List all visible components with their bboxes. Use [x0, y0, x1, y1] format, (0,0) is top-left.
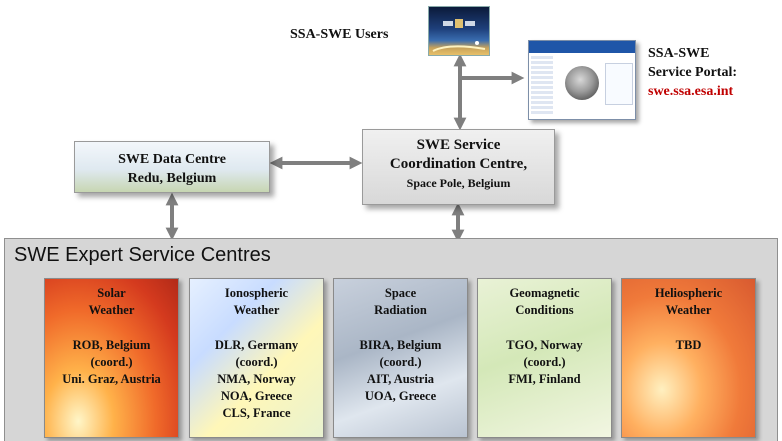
centre-card-ionospheric-weather: Ionospheric Weather DLR, Germany (coord.… [189, 278, 324, 438]
expert-panel-title: SWE Expert Service Centres [14, 244, 271, 266]
users-label: SSA-SWE Users [290, 27, 389, 42]
centre-members: TBD [675, 338, 702, 352]
coordination-line2: Coordination Centre, [389, 156, 528, 172]
portal-label-line2: Service Portal: [648, 65, 738, 80]
portal-url-link[interactable]: swe.ssa.esa.int [648, 84, 734, 99]
portal-graph-panel [605, 63, 633, 105]
centre-members: ROB, Belgium (coord.) Uni. Graz, Austria [62, 338, 161, 386]
centre-card-heliospheric-weather: Heliospheric Weather TBD [621, 278, 756, 438]
service-portal-label: SSA-SWE Service Portal: swe.ssa.esa.int [648, 44, 737, 101]
users-image [428, 6, 490, 56]
centre-members: DLR, Germany (coord.) NMA, Norway NOA, G… [214, 338, 299, 420]
centre-title: Space Radiation [374, 286, 427, 317]
centre-title: Geomagnetic Conditions [509, 286, 580, 317]
centre-title: Heliospheric Weather [654, 286, 723, 317]
centre-card-solar-weather: Solar Weather ROB, Belgium (coord.) Uni.… [44, 278, 179, 438]
data-centre-line1: SWE Data Centre [118, 152, 226, 167]
coordination-line1: SWE Service [416, 137, 501, 153]
data-centre-box: SWE Data Centre Redu, Belgium [74, 141, 270, 193]
centre-title: Ionospheric Weather [224, 286, 289, 317]
sun-image-icon [565, 66, 599, 100]
centre-card-geomagnetic-conditions: Geomagnetic Conditions TGO, Norway (coor… [477, 278, 612, 438]
portal-header-bar [529, 41, 635, 53]
coordination-line3: Space Pole, Belgium [406, 176, 511, 190]
portal-label-line1: SSA-SWE [648, 46, 710, 61]
portal-sidebar [531, 56, 553, 114]
centre-title: Solar Weather [88, 286, 135, 317]
centre-card-space-radiation: Space Radiation BIRA, Belgium (coord.) A… [333, 278, 468, 438]
centre-members: BIRA, Belgium (coord.) AIT, Austria UOA,… [359, 338, 442, 403]
satellite-icon [432, 19, 486, 52]
data-centre-line2: Redu, Belgium [127, 171, 217, 186]
coordination-centre-box: SWE Service Coordination Centre, Space P… [362, 129, 555, 205]
service-portal-screenshot [528, 40, 636, 120]
centre-members: TGO, Norway (coord.) FMI, Finland [506, 338, 583, 386]
